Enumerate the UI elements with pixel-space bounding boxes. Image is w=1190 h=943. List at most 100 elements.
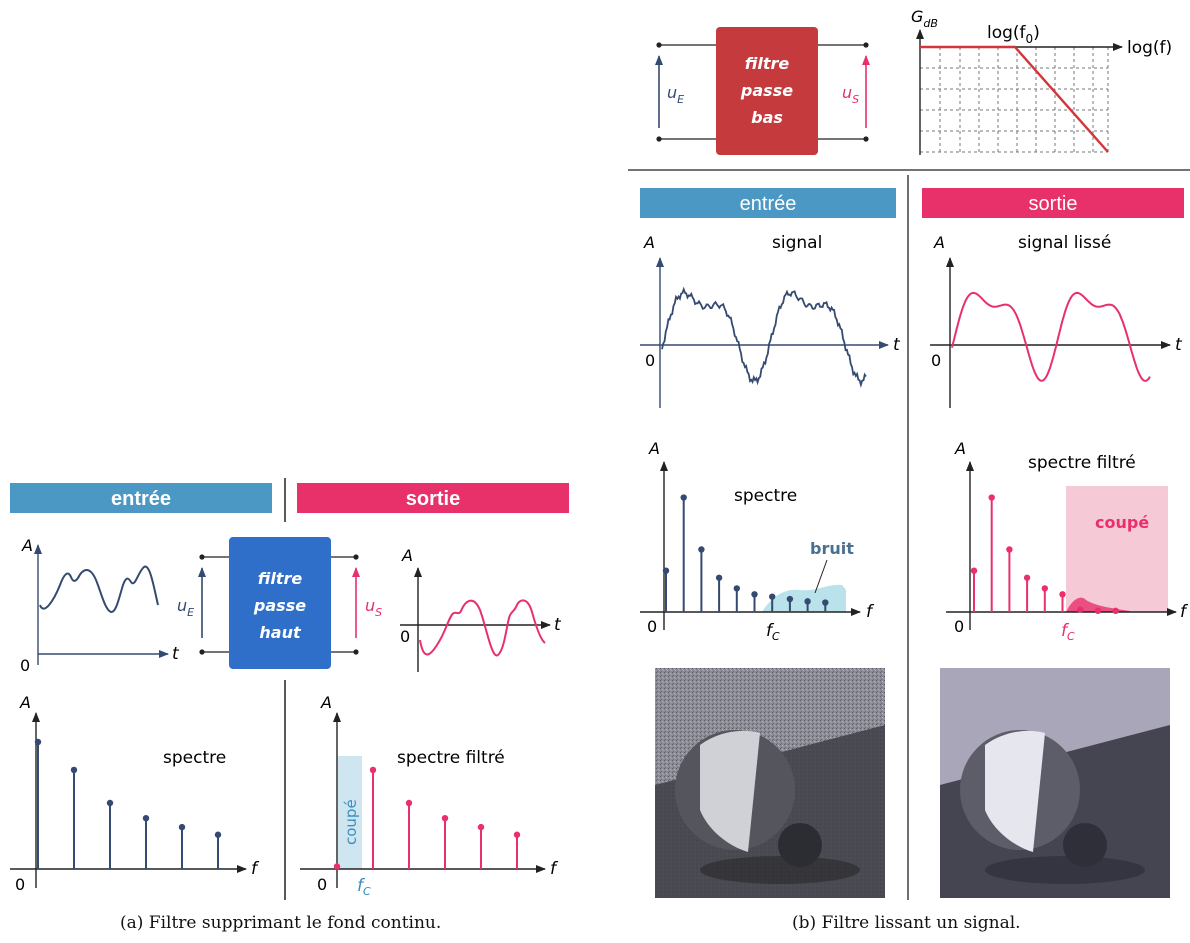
- label-f-spec-out: f: [550, 859, 559, 879]
- entree-label-b: entrée: [740, 193, 797, 215]
- entree-bar: [10, 483, 272, 513]
- filter-box-passe-haut: [229, 537, 331, 669]
- bode-curve: [920, 45, 1109, 153]
- uE-label: uE: [177, 596, 194, 619]
- filter-b-line-3: bas: [751, 108, 783, 127]
- label-t-b1: t: [893, 335, 901, 355]
- signal-label: signal: [772, 233, 822, 253]
- spec-a-out-dot: [513, 831, 521, 838]
- spec-a-in-dot: [70, 766, 78, 774]
- sortie-label: sortie: [406, 488, 460, 510]
- smooth-signal-curve: [951, 291, 1151, 382]
- label-A-spec-out: A: [320, 693, 332, 712]
- spec-a-in-dot: [142, 815, 150, 822]
- fc-label-b2: fC: [1061, 621, 1075, 643]
- label-0-spec-out: 0: [317, 875, 327, 894]
- spectre-label-b: spectre: [734, 486, 797, 506]
- spec-b-out-dot: [1059, 591, 1066, 598]
- filter-line-2: passe: [253, 596, 306, 615]
- spec-b-out-dot: [1041, 585, 1049, 592]
- gdb-label: GdB: [911, 7, 938, 30]
- label-0-out: 0: [400, 627, 410, 646]
- uE-b-label: uE: [667, 83, 684, 106]
- label-A-b3: A: [648, 439, 660, 458]
- bruit-pointer: [814, 559, 828, 594]
- spec-b-in-dot: [680, 494, 687, 501]
- uS-b-label: uS: [842, 83, 859, 106]
- sortie-bar: [297, 483, 569, 513]
- spec-a-out-dot: [477, 823, 485, 831]
- filter-line-3: haut: [259, 623, 302, 642]
- log-f0-label: log(f0): [987, 23, 1040, 46]
- filter-b-line-2: passe: [740, 81, 793, 100]
- spectrum-b-in: [662, 494, 829, 612]
- label-f-spec: f: [251, 859, 260, 879]
- spec-a-out-dot: [369, 766, 377, 774]
- label-0-b2: 0: [931, 351, 941, 370]
- spectre-filtre-label-b: spectre filtré: [1028, 453, 1136, 473]
- spec-a-in-dot: [106, 799, 114, 807]
- spec-b-out-dot: [1094, 607, 1102, 615]
- coupe-label-a: coupé: [342, 799, 360, 845]
- smoothed-photo: [940, 668, 1170, 898]
- bode-grid: [920, 47, 1109, 153]
- caption-b: (b) Filtre lissant un signal.: [792, 913, 1021, 933]
- label-0-b4: 0: [954, 617, 964, 636]
- spec-a-out-dot: [441, 815, 449, 822]
- label-0: 0: [20, 656, 30, 675]
- spec-b-out-dot: [1112, 607, 1119, 615]
- spec-b-in-dot: [751, 591, 758, 598]
- spec-b-out-dot: [1023, 574, 1031, 581]
- sortie-label-b: sortie: [1029, 193, 1078, 215]
- label-0-spec: 0: [15, 875, 25, 894]
- spectre-filtre-label: spectre filtré: [397, 748, 505, 768]
- coupe-band-a: [338, 756, 362, 869]
- spec-b-out-dot: [1006, 546, 1013, 553]
- spec-a-in-dot: [214, 831, 222, 838]
- filter-box-passe-bas: [716, 27, 818, 155]
- spec-b-out-dot: [988, 494, 995, 501]
- spec-a-in-dot: [34, 738, 42, 746]
- spec-b-in-dot: [822, 599, 829, 606]
- coupe-label-b: coupé: [1095, 513, 1149, 532]
- uS-label: uS: [365, 596, 382, 619]
- bruit-label: bruit: [810, 539, 854, 558]
- entree-bar-b: [640, 188, 896, 218]
- fc-label-a: fC: [357, 876, 371, 898]
- label-A-spec: A: [19, 693, 31, 712]
- spec-b-out-dot: [970, 567, 978, 574]
- spec-b-in-dot: [769, 593, 776, 600]
- spec-b-out-dot: [1077, 606, 1084, 613]
- label-t-out: t: [554, 615, 562, 635]
- label-t: t: [172, 644, 180, 664]
- filter-b-line-1: filtre: [745, 54, 790, 73]
- label-A-out: A: [401, 546, 413, 565]
- label-A-b4: A: [954, 439, 966, 458]
- signal-lisse-label: signal lissé: [1018, 233, 1111, 253]
- spectrum-b-out: [970, 494, 1119, 615]
- spec-b-in-dot: [733, 585, 740, 592]
- spectrum-a-out: [333, 766, 521, 870]
- noisy-signal-curve: [661, 286, 867, 388]
- label-A-b2: A: [933, 233, 945, 252]
- spectrum-a-in: [34, 738, 222, 869]
- label-0-b3: 0: [647, 617, 657, 636]
- entree-label: entrée: [111, 488, 171, 510]
- spectre-label: spectre: [163, 748, 226, 768]
- label-A: A: [21, 536, 33, 555]
- label-0-b1: 0: [645, 351, 655, 370]
- label-t-b2: t: [1175, 335, 1183, 355]
- output-signal-curve: [419, 599, 546, 657]
- panel-b: filtre passe bas uE uS GdB log(f0) log(f…: [628, 7, 1190, 900]
- input-signal-curve: [39, 565, 159, 613]
- label-f-b4: f: [1180, 602, 1189, 622]
- caption-a: (a) Filtre supprimant le fond continu.: [120, 913, 442, 933]
- label-f-b3: f: [866, 602, 875, 622]
- spec-a-out-dot: [405, 799, 413, 807]
- coupe-region-b: [1066, 486, 1168, 612]
- panel-a: entrée sortie A t 0 filtre passe haut uE…: [10, 478, 569, 900]
- spec-b-in-dot: [786, 595, 794, 603]
- log-f-label: log(f): [1127, 38, 1172, 58]
- noisy-photo: [655, 668, 885, 898]
